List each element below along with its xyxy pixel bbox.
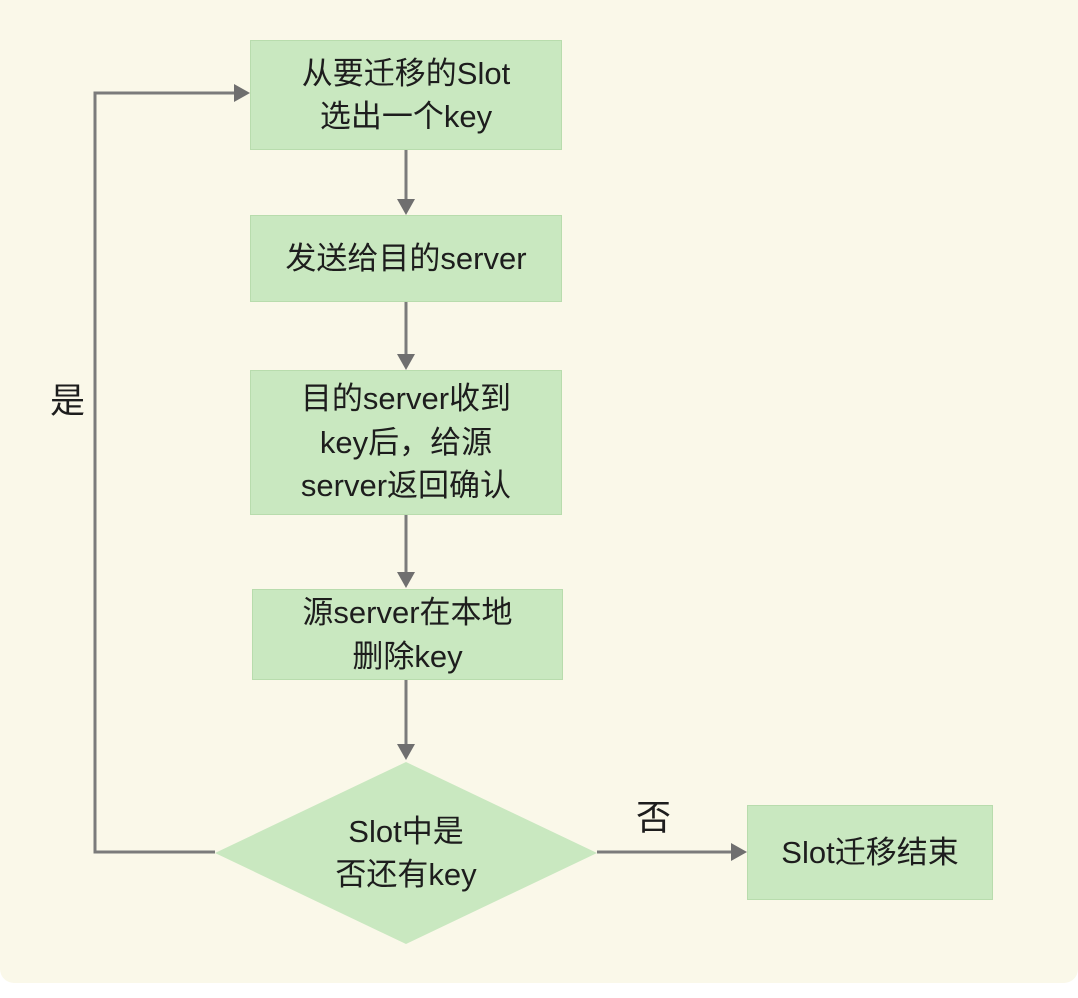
- arrow-pick-to-send: [397, 150, 415, 215]
- node-dest-ack: 目的server收到 key后，给源 server返回确认: [250, 370, 562, 515]
- node-migration-done: Slot迁移结束: [747, 805, 993, 900]
- arrow-decision-loop-to-pick: [93, 84, 250, 854]
- node-delete-key: 源server在本地 删除key: [252, 589, 563, 680]
- node-send-to-dest: 发送给目的server: [250, 215, 562, 302]
- arrow-decision-to-done: [597, 843, 747, 861]
- edge-label-no: 否: [636, 799, 672, 838]
- edge-label-yes: 是: [50, 382, 86, 421]
- arrow-send-to-ack: [397, 302, 415, 370]
- arrow-ack-to-delete: [397, 515, 415, 588]
- arrow-delete-to-decision: [397, 680, 415, 760]
- node-pick-key: 从要迁移的Slot 选出一个key: [250, 40, 562, 150]
